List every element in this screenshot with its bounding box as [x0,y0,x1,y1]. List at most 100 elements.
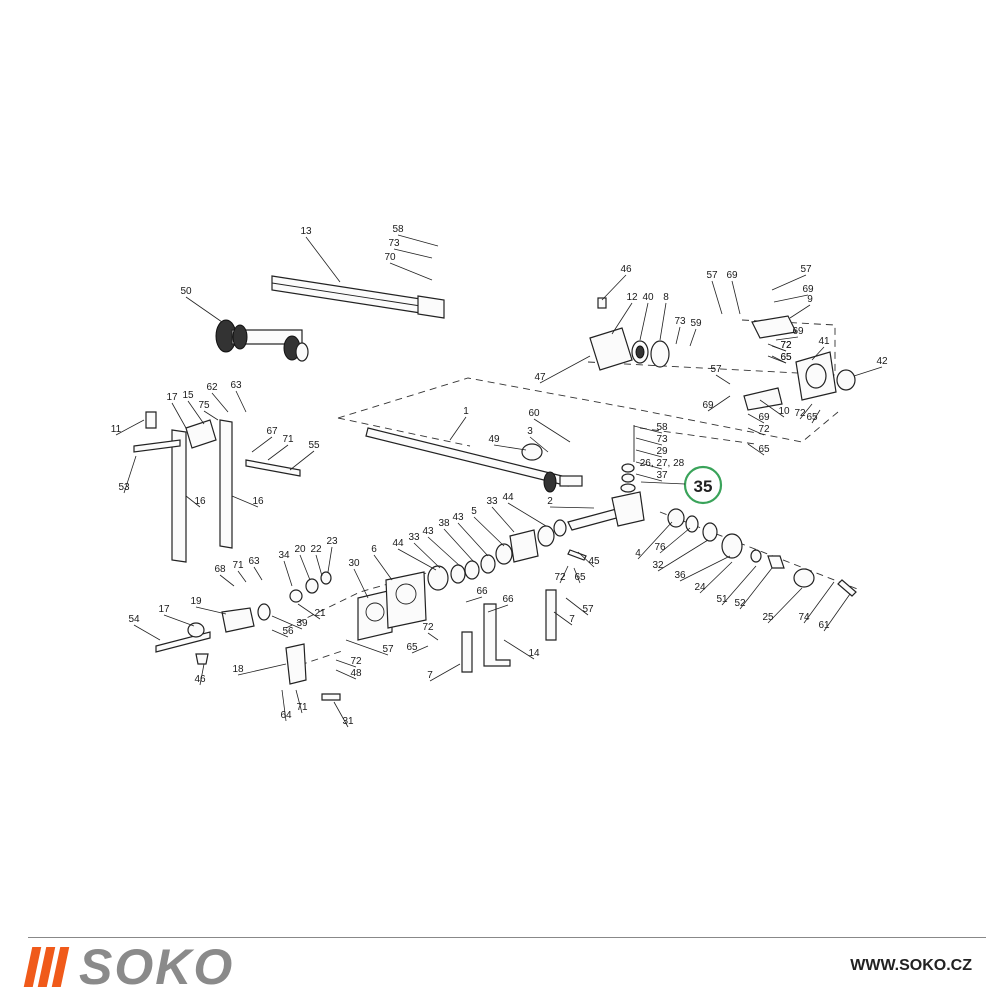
callout-label: 69 [702,400,714,411]
callout-label: 69 [792,326,804,337]
callout-label: 55 [308,440,320,451]
callout-label: 74 [798,612,810,623]
callout-leader [635,461,663,470]
callout-label: 52 [734,598,746,609]
callout-label: 22 [310,544,322,555]
callout-leader [295,689,303,714]
assembly-guides [285,319,861,666]
callout-label: 9 [807,294,813,305]
highlight-label: 35 [694,477,713,496]
channel-beam-13 [271,275,445,319]
callout-leader [759,399,785,418]
callout-leader [393,248,433,259]
callout-leader [707,395,731,412]
site-url-link[interactable]: WWW.SOKO.CZ [850,957,972,974]
callout-leader [789,304,811,319]
callout-leader [565,597,589,616]
callout-leader [811,346,825,361]
callout-label: 32 [652,560,664,571]
callout-label: 14 [528,648,540,659]
callout-label: 65 [574,572,586,583]
callout-leader [639,302,649,341]
callout-label: 3 [527,426,533,437]
callout-leader [389,262,433,281]
callout-leader [199,663,205,686]
callout-leader [659,302,667,341]
callout-label: 73 [656,434,668,445]
callout-leader [373,554,393,581]
callout-leader [133,624,161,641]
callout-label: 56 [282,626,294,637]
callout-leader [427,536,461,567]
callout-leader [427,632,439,641]
callout-label: 61 [818,620,830,631]
callout-leader [465,596,483,603]
callout-label: 16 [252,496,264,507]
callout-leader [549,506,595,509]
callout-label: 66 [476,586,488,597]
callout-label: 58 [392,224,404,235]
callout-leader [171,402,187,429]
callout-label: 69 [726,270,738,281]
callout-label: 8 [663,292,669,303]
callout-label: 72 [780,340,792,351]
callout-leader [675,326,681,345]
callout-leader [731,280,741,315]
callout-leader [747,427,765,436]
callout-label: 6 [371,544,377,555]
callout-label: 72 [422,622,434,633]
callout-label: 11 [111,424,122,435]
callout-label: 7 [427,670,433,681]
callout-label: 23 [326,536,338,547]
callout-label: 20 [294,544,306,555]
callout-leader [353,568,369,599]
callout-label: 53 [118,482,130,493]
bearing-stack [427,519,567,591]
callout-label: 17 [166,392,178,403]
callout-label: 72 [780,340,792,351]
callout-label: 10 [778,406,790,417]
callout-leader [281,689,287,722]
callout-label: 33 [486,496,498,507]
callout-leader [679,555,731,582]
callout-leader [659,527,691,554]
callout-leader [305,236,341,283]
callout-leader [253,566,263,581]
callout-leader [203,410,219,421]
callout-label: 2 [547,496,553,507]
callout-label: 34 [278,550,290,561]
callout-leader [529,436,549,453]
callout-leader [577,551,595,568]
callout-leader [235,390,247,413]
callout-label: 69 [758,412,770,423]
callout-label: 51 [716,594,728,605]
callout-leader [283,560,293,587]
callout-leader [123,455,137,494]
callout-label: 65 [758,444,770,455]
frame-arms-16 [133,411,301,563]
mounting-plates [357,571,427,641]
callout-label: 66 [502,594,514,605]
callout-label: 16 [194,496,206,507]
callout-label: 31 [342,716,354,727]
callout-leader [559,565,569,584]
callout-label: 46 [194,674,206,685]
callout-leader [657,539,709,572]
callout-label: 43 [452,512,464,523]
callout-label: 76 [654,542,666,553]
callout-leader [449,416,467,441]
callout-leader [635,449,663,458]
callout-label: 72 [758,424,770,435]
highlight-marker-35: 35 [640,465,723,505]
callout-leader [195,606,227,615]
callout-leader [251,436,273,453]
callout-leader [739,567,773,610]
callout-label: 40 [642,292,654,303]
callout-label: 71 [282,434,294,445]
callout-leader [185,495,201,508]
callout-leader [397,234,439,247]
callout-leader [573,567,581,584]
callout-leader [333,701,349,728]
callout-label: 46 [620,264,632,275]
